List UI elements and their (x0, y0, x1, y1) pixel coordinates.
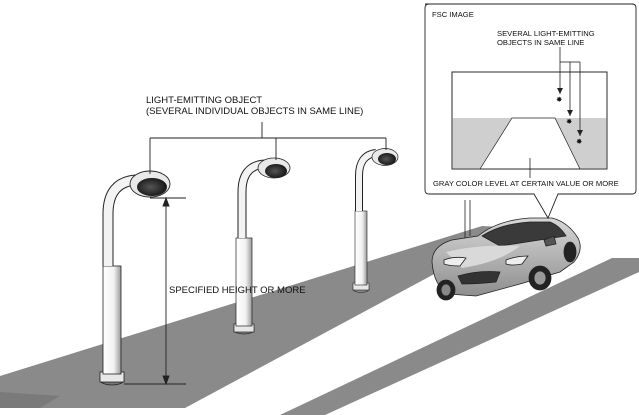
road-right-strip (280, 258, 639, 415)
light-point-icon: ✸ (566, 117, 573, 126)
street-lamp-middle (233, 157, 291, 335)
light-emitting-bracket (149, 122, 387, 174)
street-lamp-back (352, 148, 399, 293)
gray-level-label: GRAY COLOR LEVEL AT CERTAIN VALUE OR MOR… (433, 179, 619, 188)
specified-height-label: SPECIFIED HEIGHT OR MORE (169, 285, 306, 296)
several-objects-pointer (559, 47, 581, 136)
car (431, 200, 581, 301)
light-emitting-object-sublabel: (SEVERAL INDIVIDUAL OBJECTS IN SAME LINE… (146, 106, 363, 117)
several-objects-label: SEVERAL LIGHT-EMITTING (497, 29, 595, 38)
fsc-image-title: FSC IMAGE (432, 10, 474, 19)
fsc-camera-view (451, 71, 608, 170)
several-objects-sublabel: OBJECTS IN SAME LINE (497, 38, 584, 47)
light-point-markers: ✸ ✸ ✸ (556, 88, 583, 146)
road-left-strip (0, 226, 520, 408)
street-lamp-front (99, 170, 171, 386)
light-point-icon: ✸ (576, 137, 583, 146)
light-point-icon: ✸ (556, 95, 563, 104)
height-dimension (124, 196, 186, 386)
light-emitting-object-label: LIGHT-EMITTING OBJECT (146, 95, 262, 106)
